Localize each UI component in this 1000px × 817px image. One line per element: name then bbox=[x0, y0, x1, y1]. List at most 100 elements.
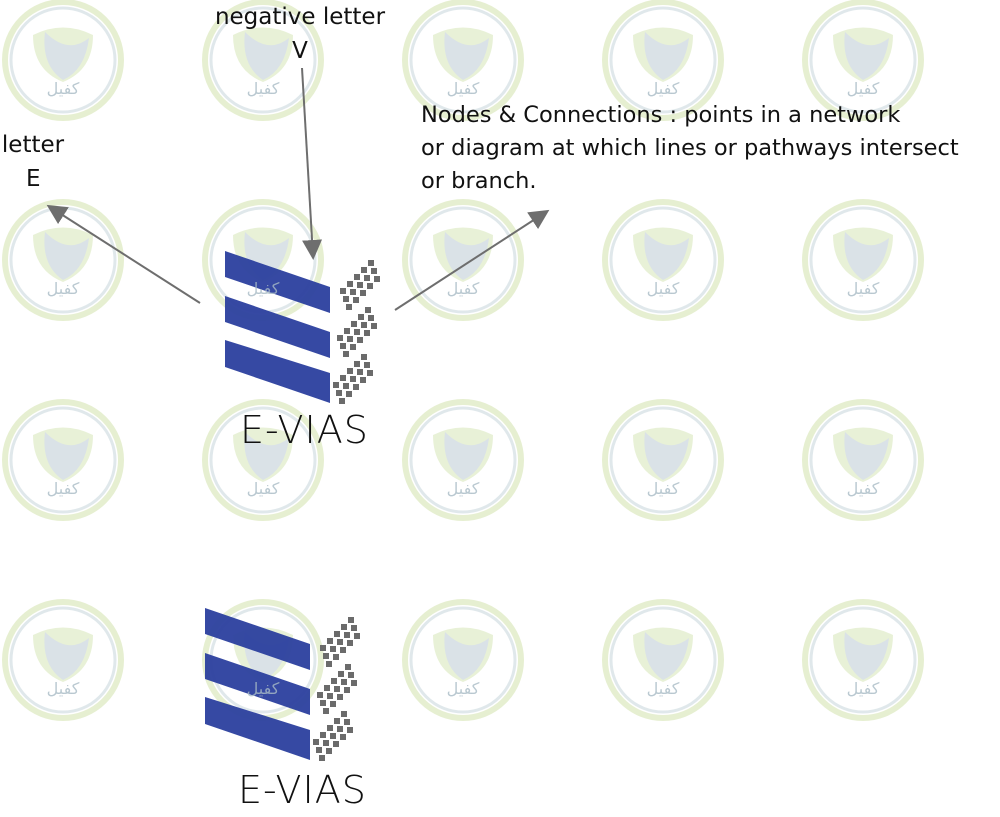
watermark-logo bbox=[602, 0, 724, 121]
node-square bbox=[316, 747, 322, 753]
node-square bbox=[354, 361, 360, 367]
watermark-logo bbox=[602, 599, 724, 721]
node-square bbox=[341, 679, 347, 685]
watermark-logo bbox=[202, 399, 324, 521]
watermark-logo bbox=[2, 0, 124, 121]
logo-top bbox=[225, 251, 380, 404]
node-square bbox=[347, 336, 353, 342]
node-square bbox=[323, 740, 329, 746]
node-square bbox=[354, 274, 360, 280]
node-square bbox=[343, 351, 349, 357]
label-letter-e: letter E bbox=[0, 128, 66, 196]
label-nodes-line1: Nodes & Connections : points in a networ… bbox=[421, 102, 901, 128]
node-square bbox=[341, 711, 347, 717]
node-square bbox=[351, 680, 357, 686]
node-square bbox=[337, 726, 343, 732]
node-square bbox=[350, 344, 356, 350]
arrow-nodes bbox=[394, 209, 550, 311]
node-square bbox=[323, 708, 329, 714]
node-square bbox=[326, 661, 332, 667]
node-square bbox=[330, 646, 336, 652]
watermark-logo bbox=[802, 0, 924, 121]
label-nodes-connections: Nodes & Connections : points in a networ… bbox=[421, 99, 959, 198]
watermark-logo bbox=[402, 599, 524, 721]
node-square bbox=[326, 748, 332, 754]
node-square bbox=[354, 329, 360, 335]
node-square bbox=[367, 283, 373, 289]
node-square bbox=[344, 719, 350, 725]
logo-bar-2 bbox=[205, 653, 310, 715]
node-square bbox=[361, 267, 367, 273]
node-square bbox=[368, 260, 374, 266]
node-square bbox=[340, 288, 346, 294]
logo-wordmark-top: E-VIAS bbox=[240, 408, 369, 452]
node-square bbox=[346, 391, 352, 397]
node-square bbox=[334, 718, 340, 724]
node-square bbox=[347, 368, 353, 374]
node-square bbox=[330, 701, 336, 707]
node-square bbox=[347, 640, 353, 646]
watermark-logo bbox=[602, 399, 724, 521]
node-square bbox=[330, 733, 336, 739]
node-square bbox=[337, 639, 343, 645]
node-square bbox=[347, 727, 353, 733]
label-negative-v: negative letter V bbox=[210, 0, 390, 68]
node-square bbox=[324, 685, 330, 691]
node-square bbox=[313, 739, 319, 745]
node-square bbox=[354, 633, 360, 639]
logo-bar-3 bbox=[225, 340, 330, 403]
node-square bbox=[357, 282, 363, 288]
watermark-logo bbox=[802, 399, 924, 521]
node-square bbox=[351, 321, 357, 327]
node-square bbox=[320, 732, 326, 738]
node-square bbox=[340, 343, 346, 349]
node-square bbox=[340, 734, 346, 740]
node-square bbox=[333, 382, 339, 388]
node-square bbox=[340, 647, 346, 653]
node-square bbox=[338, 671, 344, 677]
node-square bbox=[364, 362, 370, 368]
node-square bbox=[337, 335, 343, 341]
label-nodes-line2: or diagram at which lines or pathways in… bbox=[421, 135, 959, 161]
watermark-logo bbox=[402, 399, 524, 521]
node-square bbox=[327, 725, 333, 731]
watermark-logo bbox=[402, 0, 524, 121]
node-square bbox=[334, 686, 340, 692]
node-square bbox=[348, 617, 354, 623]
node-square bbox=[361, 354, 367, 360]
logo-bar-2 bbox=[225, 296, 330, 358]
node-square bbox=[357, 369, 363, 375]
node-square bbox=[371, 268, 377, 274]
node-square bbox=[344, 687, 350, 693]
node-square bbox=[350, 376, 356, 382]
label-nodes-line3: or branch. bbox=[421, 168, 537, 194]
node-square bbox=[333, 654, 339, 660]
node-square bbox=[334, 631, 340, 637]
node-square bbox=[360, 290, 366, 296]
watermark-logo bbox=[2, 599, 124, 721]
label-letter-e-line2: E bbox=[26, 166, 41, 192]
label-letter-e-line1: letter bbox=[1, 132, 65, 158]
node-square bbox=[346, 304, 352, 310]
node-square bbox=[319, 755, 325, 761]
node-square bbox=[333, 741, 339, 747]
node-square bbox=[336, 390, 342, 396]
node-square bbox=[344, 328, 350, 334]
node-square bbox=[357, 337, 363, 343]
node-square bbox=[320, 700, 326, 706]
node-square bbox=[368, 315, 374, 321]
node-square bbox=[320, 645, 326, 651]
watermark-logo bbox=[402, 199, 524, 321]
node-square bbox=[345, 664, 351, 670]
node-square bbox=[361, 322, 367, 328]
label-negative-v-line2: V bbox=[292, 38, 308, 64]
node-square bbox=[371, 323, 377, 329]
node-square bbox=[358, 314, 364, 320]
node-square bbox=[331, 678, 337, 684]
node-square bbox=[317, 692, 323, 698]
logo-wordmark-bottom: E-VIAS bbox=[238, 768, 367, 812]
arrow-negative-v bbox=[301, 67, 323, 260]
watermark-logo bbox=[602, 199, 724, 321]
